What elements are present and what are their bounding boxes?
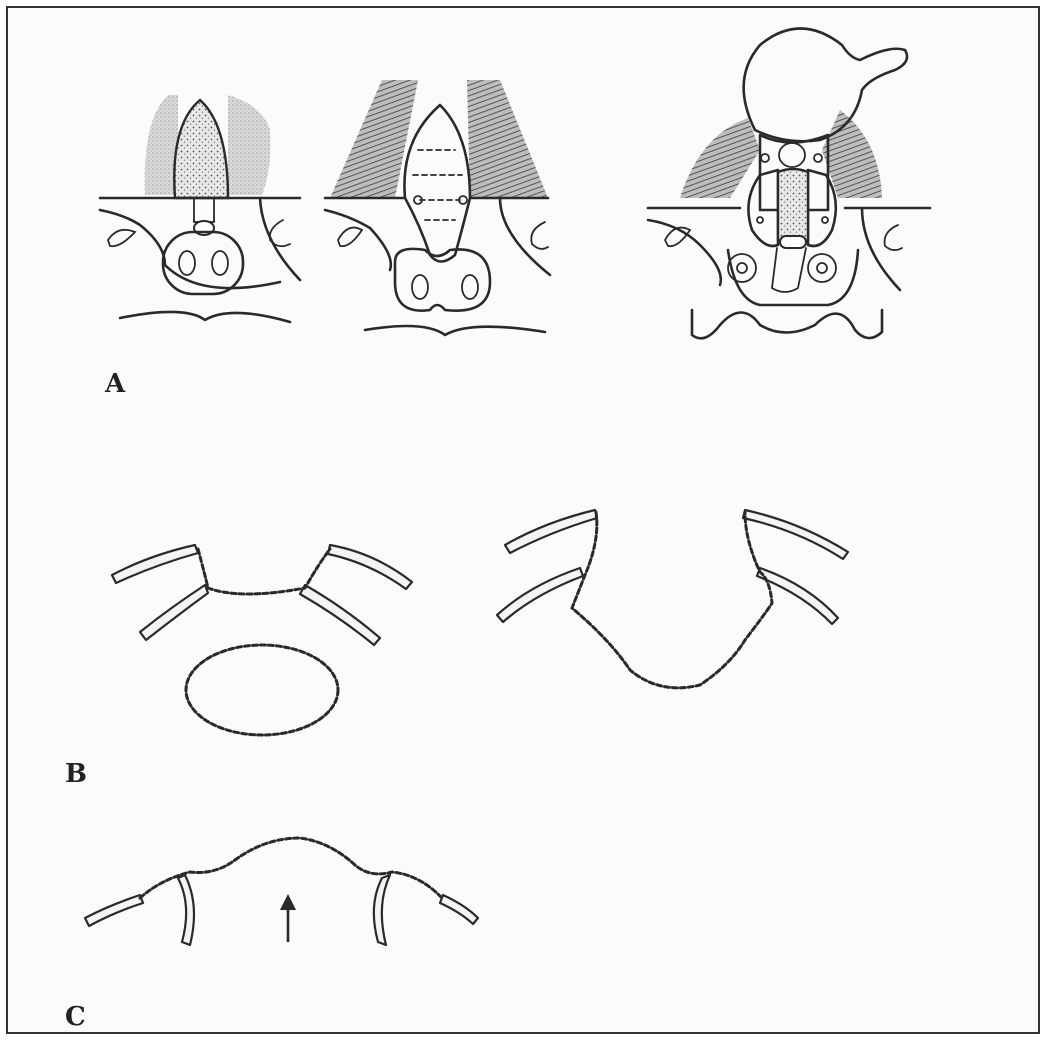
a1-left-canal [179, 251, 195, 275]
a3-right-small-dot [814, 154, 822, 162]
a2-bottom-line [365, 326, 545, 335]
b2-left-upper-rib [505, 510, 597, 553]
panel-b-label: B [65, 759, 87, 789]
c-right-rib [374, 875, 390, 945]
b1-right-upper-rib [328, 545, 412, 589]
b2-right-upper-rib [743, 510, 848, 559]
panel-c-diagram: C [65, 838, 478, 1032]
c-left-rib [178, 875, 194, 945]
a1-right-contour [260, 198, 300, 280]
b2-dashed-outline [572, 512, 772, 688]
b2-right-lower-rib [757, 568, 838, 624]
panel-a-label: A [104, 369, 126, 399]
a3-right-ring-outer [808, 254, 836, 282]
diagram-a1 [100, 95, 300, 322]
a1-right-muscle [228, 95, 270, 195]
a1-neck [194, 198, 214, 222]
panel-b-diagrams: B [65, 510, 848, 789]
diagram-b1 [112, 545, 412, 735]
a3-core-tip [780, 236, 806, 248]
c-left-rib-stub [85, 895, 143, 926]
a3-bottom-line [692, 310, 882, 338]
a3-core [778, 169, 808, 245]
a2-right-shape [531, 222, 548, 249]
a2-right-muscle [467, 80, 548, 198]
a3-sac [744, 29, 907, 142]
diagram-b2 [497, 510, 848, 688]
b1-dashed-oval [186, 645, 338, 735]
a3-left-small-dot [761, 154, 769, 162]
a2-left-canal [412, 275, 428, 299]
a3-right-shape [885, 225, 902, 250]
a2-internal-lines [413, 150, 462, 220]
c-arrow-icon [280, 894, 296, 910]
a2-left-shape [338, 228, 362, 247]
a2-right-contour [500, 198, 550, 275]
a3-right-contour [862, 208, 900, 290]
a1-left-shape [108, 230, 135, 246]
a2-right-canal [462, 275, 478, 299]
a3-left-marker [757, 217, 763, 223]
a1-left-muscle [145, 95, 178, 195]
a1-right-canal [212, 251, 228, 275]
b1-left-upper-rib [112, 545, 198, 583]
a1-protrusion [174, 100, 228, 198]
panel-a-diagrams: A [100, 29, 930, 400]
a3-right-marker [822, 217, 828, 223]
a3-top-circle [779, 143, 805, 167]
a3-left-muscle [680, 118, 760, 198]
diagram-a2 [325, 80, 550, 335]
a3-left-ring-inner [737, 263, 747, 273]
a3-left-contour [648, 220, 721, 285]
a1-bottom-line [120, 312, 290, 322]
a2-left-contour [325, 210, 391, 270]
a1-right-shape [270, 220, 290, 246]
a2-protrusion [404, 105, 470, 262]
a1-contour [100, 210, 280, 288]
b1-right-lower-rib [300, 585, 380, 645]
b2-left-lower-rib [497, 568, 583, 622]
a3-central-channel [772, 248, 806, 292]
a3-body-outline [728, 250, 858, 305]
c-right-rib-stub [440, 895, 478, 924]
diagram-a3 [648, 29, 930, 339]
panel-c-label: C [65, 1002, 86, 1032]
b1-left-lower-rib [140, 585, 208, 640]
a3-left-lobe [748, 170, 778, 246]
a3-right-ring-inner [817, 263, 827, 273]
a3-right-lobe [808, 170, 836, 246]
